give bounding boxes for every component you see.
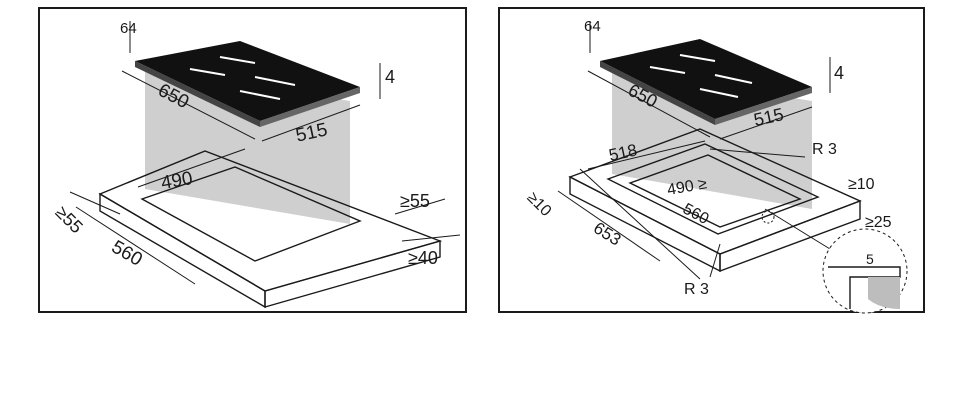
dimension-line xyxy=(587,70,711,138)
cutout-opening xyxy=(140,166,362,262)
label-radius-top: R 3 xyxy=(812,141,837,158)
hob-zone-marking xyxy=(679,54,716,62)
label-cutout-depth: 560 xyxy=(108,237,146,271)
dimension-line xyxy=(69,191,121,215)
dimension-line xyxy=(121,70,256,140)
dimension-line xyxy=(557,190,661,262)
rebate-opening xyxy=(606,143,820,235)
hob-zone-marking xyxy=(189,68,226,76)
label-detail-depth: 5 xyxy=(866,251,874,267)
label-radius-bottom: R 3 xyxy=(684,281,709,298)
hob-zone-marking xyxy=(219,56,256,64)
hob-glass-top xyxy=(600,39,812,119)
label-front-clearance: ≥55 xyxy=(52,202,87,237)
worktop-side-face xyxy=(264,240,441,308)
cutout-opening xyxy=(628,154,802,228)
worktop-side-face xyxy=(719,199,861,273)
hob-glass-edge xyxy=(135,61,260,127)
dimension-line xyxy=(394,198,446,215)
hob-glass-edge xyxy=(600,61,715,125)
hob-glass-top xyxy=(135,41,360,121)
dimension-line xyxy=(579,168,701,280)
label-back-clearance: ≥40 xyxy=(408,248,438,268)
dimension-line xyxy=(75,206,196,285)
dimension-line xyxy=(764,208,831,250)
label-top-thickness: 64 xyxy=(584,18,601,35)
dimension-line xyxy=(261,104,361,142)
label-glass-thickness: 4 xyxy=(385,67,395,87)
hob-zone-marking xyxy=(239,90,281,100)
detail-worktop xyxy=(868,277,900,309)
dimension-line xyxy=(401,234,461,242)
dimension-line xyxy=(587,140,706,170)
flush-mount-diagram: 64 4 650 515 490 560 ≥55 ≥55 ≥40 xyxy=(52,20,461,309)
label-rebate-depth: 653 xyxy=(590,218,624,249)
label-side-clearance: ≥10 xyxy=(848,176,875,193)
label-back-clearance: ≥25 xyxy=(865,214,892,231)
dimension-line xyxy=(709,243,721,278)
dimension-line xyxy=(709,148,806,158)
hob-zone-marking xyxy=(714,74,753,84)
label-front-clearance: ≥10 xyxy=(524,189,555,220)
detail-marker xyxy=(761,210,775,224)
label-top-thickness: 64 xyxy=(120,20,137,37)
flush-mount-diagram-panel: 64 4 650 515 490 560 ≥55 ≥55 ≥40 xyxy=(38,7,467,313)
dimension-line xyxy=(719,106,813,140)
label-cutout-width: 490 ≥ xyxy=(666,175,708,199)
recessed-mount-diagram-panel: 64 4 650 515 518 653 R 3 R 3 490 ≥ 560 ≥… xyxy=(498,7,925,314)
hob-glass-side xyxy=(260,87,360,127)
dimension-line xyxy=(137,148,246,188)
hob-zone-marking xyxy=(649,66,686,74)
recessed-mount-diagram: 64 4 650 515 518 653 R 3 R 3 490 ≥ 560 ≥… xyxy=(524,18,908,314)
hob-glass-side xyxy=(715,87,812,125)
hob-zone-marking xyxy=(254,76,296,86)
label-glass-thickness: 4 xyxy=(834,63,844,83)
label-cutout-depth: 560 xyxy=(680,200,712,228)
hob-zone-marking xyxy=(699,88,739,98)
label-side-clearance: ≥55 xyxy=(400,191,430,211)
